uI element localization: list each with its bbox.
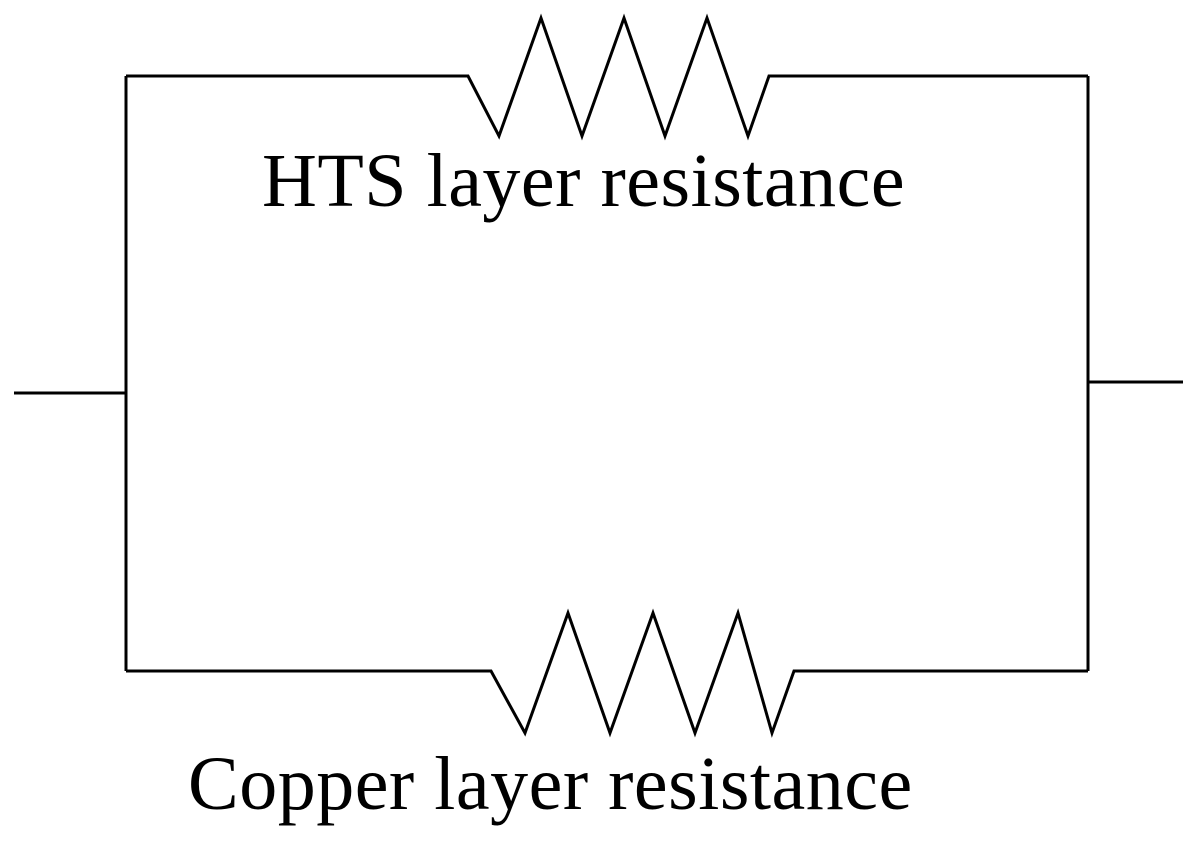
copper-layer-resistance-label: Copper layer resistance [188,742,913,826]
copper-layer-resistor-branch [126,608,1088,738]
hts-layer-resistance-label: HTS layer resistance [262,139,906,223]
hts-layer-resistor-branch [126,13,1088,141]
